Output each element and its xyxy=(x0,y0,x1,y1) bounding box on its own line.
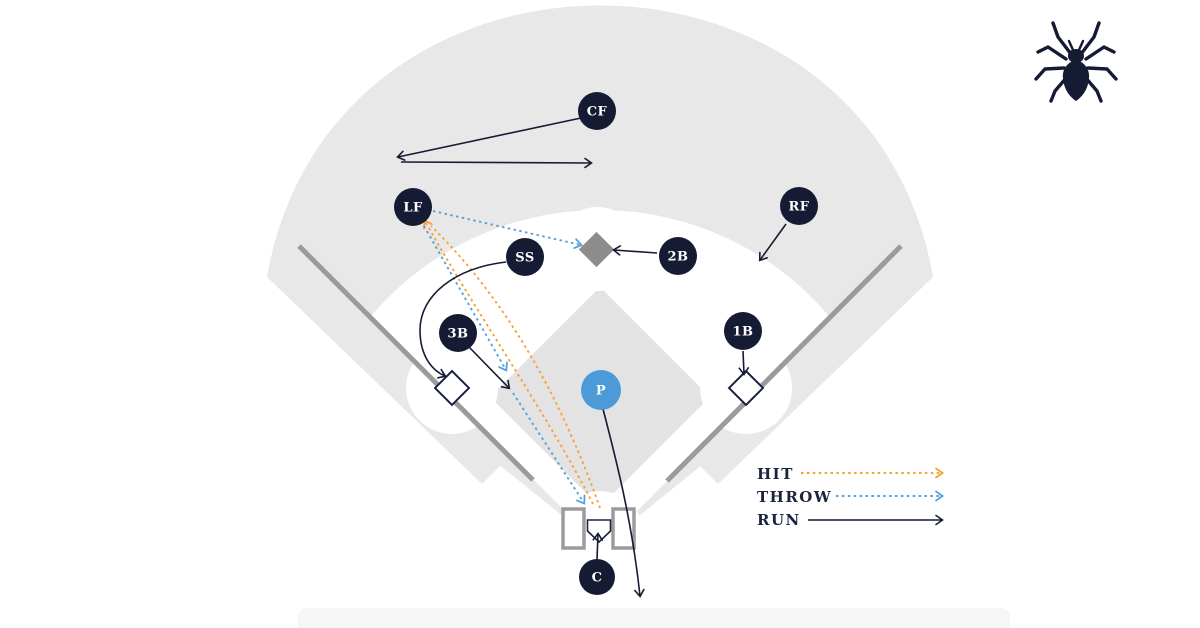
run-ss-to-third-base xyxy=(419,261,507,379)
first-base-marker xyxy=(727,369,765,407)
player-marker-c: C xyxy=(579,559,615,595)
players: CF LF RF SS 2B 3B 1B P xyxy=(394,92,818,595)
player-label-cf: CF xyxy=(587,105,608,120)
throw-lf-to-cutoff xyxy=(423,225,508,372)
legend: HIT THROW RUN xyxy=(757,465,945,529)
field xyxy=(267,5,1010,628)
player-label-3b: 3B xyxy=(447,327,468,342)
player-marker-1b: 1B xyxy=(724,312,762,350)
legend-label-hit: HIT xyxy=(757,465,794,483)
player-label-ss: SS xyxy=(515,251,535,266)
player-marker-ss: SS xyxy=(506,238,544,276)
foul-line-left xyxy=(297,244,535,482)
run-gap-to-center xyxy=(400,157,593,169)
player-marker-3b: 3B xyxy=(439,314,477,352)
player-marker-rf: RF xyxy=(780,187,818,225)
run-2b-to-second-base xyxy=(612,245,658,256)
run-cf-to-gap xyxy=(396,117,582,161)
player-label-2b: 2B xyxy=(667,250,688,265)
hit-path-bounce xyxy=(430,225,601,509)
player-marker-p: P xyxy=(581,370,621,410)
hit-path-home-to-lf xyxy=(423,219,594,505)
player-marker-cf: CF xyxy=(578,92,616,130)
run-c-to-home-plate xyxy=(592,532,604,560)
third-base-marker xyxy=(433,369,471,407)
player-label-c: C xyxy=(592,571,603,586)
foul-line-right xyxy=(665,244,903,483)
hit-arrows xyxy=(423,219,601,509)
run-rf-backup-second xyxy=(758,223,787,262)
throw-cutoff-to-home xyxy=(512,392,586,505)
run-arrows xyxy=(396,117,787,598)
run-p-backup-home xyxy=(602,408,645,598)
throw-arrows xyxy=(423,210,586,505)
spider-logo-icon xyxy=(1034,21,1118,103)
player-label-rf: RF xyxy=(788,200,809,215)
player-marker-lf: LF xyxy=(394,188,432,226)
second-base-marker xyxy=(578,231,615,268)
player-marker-2b: 2B xyxy=(659,237,697,275)
player-label-p: P xyxy=(596,384,606,399)
footer-band xyxy=(298,608,1010,628)
run-1b-to-first-base xyxy=(738,350,750,376)
throw-lf-to-second-base xyxy=(432,210,584,249)
player-label-1b: 1B xyxy=(732,325,753,340)
legend-label-throw: THROW xyxy=(757,488,832,506)
player-label-lf: LF xyxy=(403,201,423,216)
legend-label-run: RUN xyxy=(757,511,801,529)
batter-box-left xyxy=(561,507,586,550)
run-3b-to-cutoff xyxy=(468,346,511,390)
